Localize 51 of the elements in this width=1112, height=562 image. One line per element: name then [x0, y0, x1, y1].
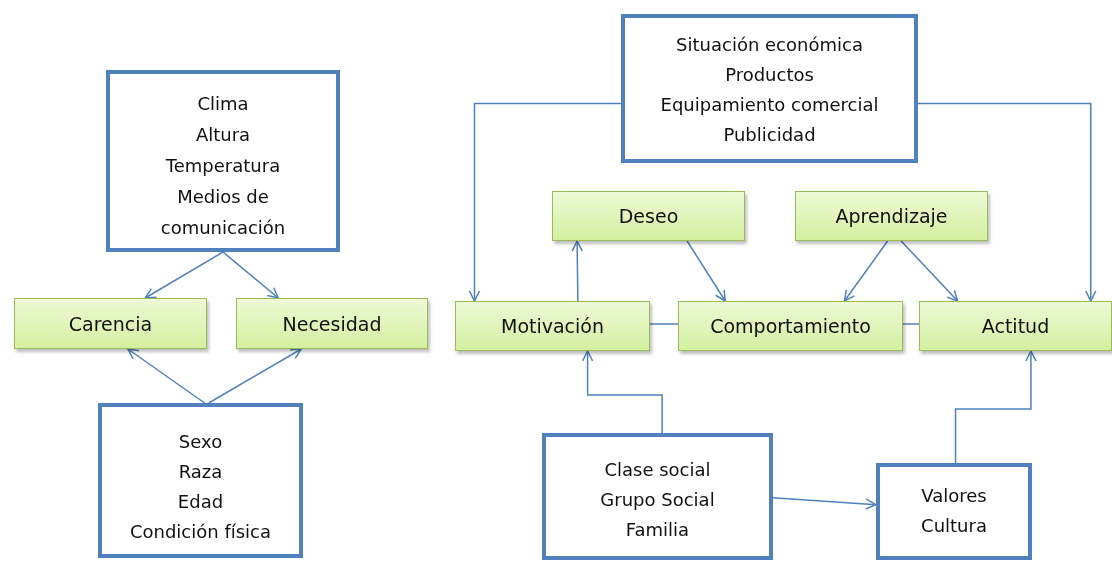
arrow	[954, 350, 1037, 464]
box-label: Valores	[921, 484, 987, 508]
box-label: Actitud	[981, 315, 1050, 337]
arrow	[468, 102, 622, 302]
box-label: Situación económica	[676, 33, 863, 57]
connector-line	[902, 323, 920, 325]
arrow	[917, 102, 1097, 302]
arrow	[571, 240, 583, 302]
concept-box	[14, 298, 207, 349]
box-label: Necesidad	[282, 312, 382, 335]
arrow	[843, 240, 889, 302]
concept-box	[236, 298, 428, 349]
arrow	[207, 348, 303, 404]
box-label: Altura	[195, 123, 251, 147]
arrow	[581, 350, 663, 434]
arrow	[144, 251, 224, 299]
arrow	[772, 497, 877, 510]
box-label: Temperatura	[165, 154, 281, 178]
box-label: Condición física	[129, 520, 272, 544]
box-label: Clase social	[604, 458, 711, 482]
arrow	[127, 348, 206, 404]
factor-box	[876, 463, 1032, 560]
arrow	[222, 251, 279, 299]
factor-box	[542, 433, 773, 560]
box-label: Carencia	[68, 312, 153, 335]
box-label: Motivación	[501, 315, 604, 337]
concept-box	[552, 191, 745, 241]
connector-line	[649, 323, 679, 325]
concept-box	[919, 301, 1112, 351]
box-label: Publicidad	[723, 123, 816, 147]
box-label: Raza	[178, 460, 223, 484]
factor-box	[621, 14, 918, 163]
concept-box	[455, 301, 650, 351]
concept-box	[795, 191, 988, 241]
factor-box	[106, 70, 340, 252]
box-label: Medios de comunicación	[159, 185, 287, 240]
arrow	[900, 240, 959, 302]
box-label: Edad	[177, 490, 224, 514]
box-label: Cultura	[921, 514, 987, 538]
box-label: Deseo	[618, 205, 679, 227]
box-label: Familia	[625, 518, 690, 542]
box-label: Productos	[725, 63, 814, 87]
box-label: Sexo	[178, 430, 223, 454]
concept-box	[678, 301, 903, 351]
arrow	[686, 240, 726, 302]
box-label: Grupo Social	[600, 488, 715, 512]
box-label: Comportamiento	[710, 315, 871, 337]
box-label: Aprendizaje	[835, 205, 948, 227]
factor-box	[98, 403, 303, 558]
box-label: Equipamiento comercial	[660, 93, 879, 117]
box-label: Clima	[197, 92, 249, 116]
